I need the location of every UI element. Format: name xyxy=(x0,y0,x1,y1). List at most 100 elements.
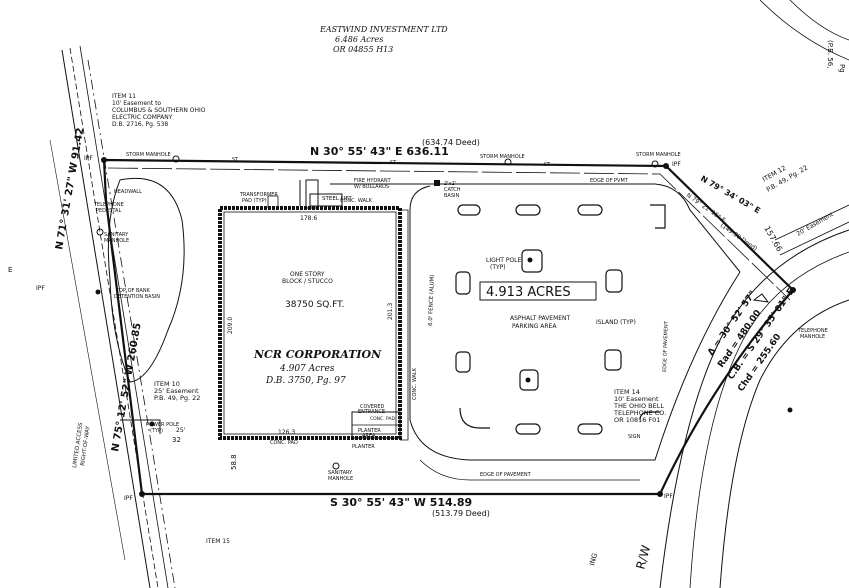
dim-bottom: 126.3 xyxy=(278,429,295,436)
ipf-w: IPF xyxy=(36,285,45,292)
north-deed: (634.74 Deed) xyxy=(422,138,480,147)
item11-line3: ELECTRIC COMPANY xyxy=(112,114,173,121)
basin-1: TOP OF BANK xyxy=(115,288,151,294)
dim-top: 178.6 xyxy=(300,215,317,222)
east-right-of-way xyxy=(659,0,849,588)
covered-entrance-1: COVERED xyxy=(360,404,385,410)
site-symbols xyxy=(95,155,796,497)
dim-right: 201.3 xyxy=(387,303,394,320)
ipf-se: IPF xyxy=(664,493,673,500)
telephone-mh-2: MANHOLE xyxy=(800,334,825,340)
conc-walk-top: CONC. WALK xyxy=(340,198,373,204)
dim-offset: 58.8 xyxy=(230,454,238,470)
dim-20-easement: 20' Easement xyxy=(796,211,836,238)
item14-title: ITEM 14 xyxy=(614,388,640,396)
item11-line2: COLUMBUS & SOUTHERN OHIO xyxy=(112,107,206,114)
limited-access-2: RIGHT-OF-WAY xyxy=(80,425,92,466)
item11-title: ITEM 11 xyxy=(112,93,136,100)
ne-deed: (149.30 Deed) xyxy=(719,222,759,253)
site-labels: 4.913 ACRES ASPHALT PAVEMENT PARKING ARE… xyxy=(8,40,846,571)
e-left: E xyxy=(8,266,12,274)
road-bottom: ING xyxy=(588,552,599,566)
conc-pad-2: CONC. PAD xyxy=(370,416,396,422)
edge-pvmt-s: EDGE OF PAVEMENT xyxy=(480,472,532,478)
building-owner: NCR CORPORATION xyxy=(253,348,382,361)
conc-walk-label: CONC. WALK xyxy=(412,367,418,400)
west-bearing-lower: N 75° 12' 52" W 260.85 xyxy=(110,322,143,452)
light-pole-typ: (TYP) xyxy=(490,264,506,271)
st-2: ST xyxy=(390,160,397,166)
power-pole-1: POWER POLE xyxy=(146,422,179,428)
pb-ne-1: (P.B. 56, xyxy=(826,40,834,68)
sign-label: SIGN xyxy=(628,434,641,440)
planter-area-2: AREA xyxy=(362,433,376,439)
building-area: 38750 SQ.FT. xyxy=(285,300,344,310)
ipf-nw: IPF xyxy=(84,155,93,162)
dim-25: 25' xyxy=(176,427,186,434)
total-acres: 4.913 ACRES xyxy=(486,285,571,300)
catch-basin-1: 2'x2' xyxy=(444,181,456,187)
fire-hydrant-1: FIRE HYDRANT xyxy=(354,178,392,184)
steel-lift: STEEL LIFT xyxy=(322,196,352,202)
fence-label: 6.0' FENCE (ALUM) xyxy=(428,274,436,326)
storm-manhole-e: STORM MANHOLE xyxy=(636,152,681,158)
fire-hydrant-2: W/ BOLLARDS xyxy=(354,184,389,190)
owner-acres: 6.486 Acres xyxy=(335,35,383,44)
item10-title: ITEM 10 xyxy=(154,380,180,388)
building-labels: ONE STORY BLOCK / STUCCO 38750 SQ.FT. NC… xyxy=(227,198,418,470)
st-1: ST xyxy=(232,157,239,163)
item-10-label: ITEM 10 25' Easement P.B. 49, Pg. 22 xyxy=(154,380,200,402)
sanitary-w-1: SANITARY xyxy=(104,232,129,238)
conc-pad-label: CONC. PAD xyxy=(270,440,298,446)
parking-islands xyxy=(455,204,666,435)
item-14-label: ITEM 14 10' Easement THE OHIO BELL TELEP… xyxy=(613,388,666,424)
edge-pvmt-n: EDGE OF PVMT xyxy=(590,178,629,184)
telephone-ped-1: TELEPHONE xyxy=(93,202,124,208)
item10-line2: P.B. 49, Pg. 22 xyxy=(154,394,200,402)
sanitary-s-2: MANHOLE xyxy=(328,476,353,482)
sanitary-w-2: MANHOLE xyxy=(104,238,129,244)
building-acres: 4.907 Acres xyxy=(279,364,335,374)
ipf-sw: IPF xyxy=(124,495,133,502)
planter-area-1: PLANTER xyxy=(358,428,381,434)
storm-manhole-c: STORM MANHOLE xyxy=(480,154,525,160)
owner-ref: OR 04855 H13 xyxy=(333,45,393,54)
storm-manhole-w: STORM MANHOLE xyxy=(126,152,171,158)
ne-bearing-2: N 79° 21' 15" E xyxy=(685,192,727,224)
building-deed: D.B. 3750, Pg. 97 xyxy=(265,376,346,386)
dim-left: 209.0 xyxy=(227,317,234,334)
building-type-2: BLOCK / STUCCO xyxy=(282,278,333,285)
detention-basin xyxy=(107,177,185,383)
basin-2: DETENTION BASIN xyxy=(114,294,160,300)
telephone-ped-2: PEDESTAL xyxy=(96,208,121,214)
pavement-2: PARKING AREA xyxy=(512,323,557,330)
ipf-ne: IPF xyxy=(672,161,681,168)
item-12-label: ITEM 12 P.B. 49, Pg. 22 xyxy=(761,164,809,194)
rw-label: R/W xyxy=(633,544,653,571)
item10-line1: 25' Easement xyxy=(154,387,199,395)
st-3: ST xyxy=(544,162,551,168)
dim-32: 32 xyxy=(172,436,181,444)
sanitary-s-1: SANITARY xyxy=(328,470,353,476)
covered-entrance-2: ENTRANCE xyxy=(358,409,385,415)
catch-basin-3: BASIN xyxy=(444,193,459,199)
adjoining-owner-label: EASTWIND INVESTMENT LTD 6.486 Acres OR 0… xyxy=(319,25,448,54)
power-pole-2: (TYP) xyxy=(150,428,163,434)
transformer-2: PAD (TYP) xyxy=(242,198,267,204)
total-acres-box xyxy=(479,281,597,301)
owner-name: EASTWIND INVESTMENT LTD xyxy=(319,25,448,34)
item14-line2: THE OHIO BELL xyxy=(613,402,664,410)
catch-basin-2: CATCH xyxy=(444,187,461,193)
transformer-1: TRANSFORMER xyxy=(239,192,278,198)
item14-line3: TELEPHONE CO. xyxy=(613,409,666,417)
item14-line4: OR 10816 F01 xyxy=(614,416,660,424)
telephone-mh-1: TELEPHONE xyxy=(797,328,828,334)
item15-label: ITEM 15 xyxy=(206,538,230,545)
pb-ne-2: Pg xyxy=(838,64,846,73)
storm-sewer-line xyxy=(107,167,791,301)
building-footprint xyxy=(218,179,409,441)
building-type-1: ONE STORY xyxy=(290,271,325,278)
planter-label: PLANTER xyxy=(352,444,375,450)
item11-line1: 10' Easement to xyxy=(112,100,161,107)
